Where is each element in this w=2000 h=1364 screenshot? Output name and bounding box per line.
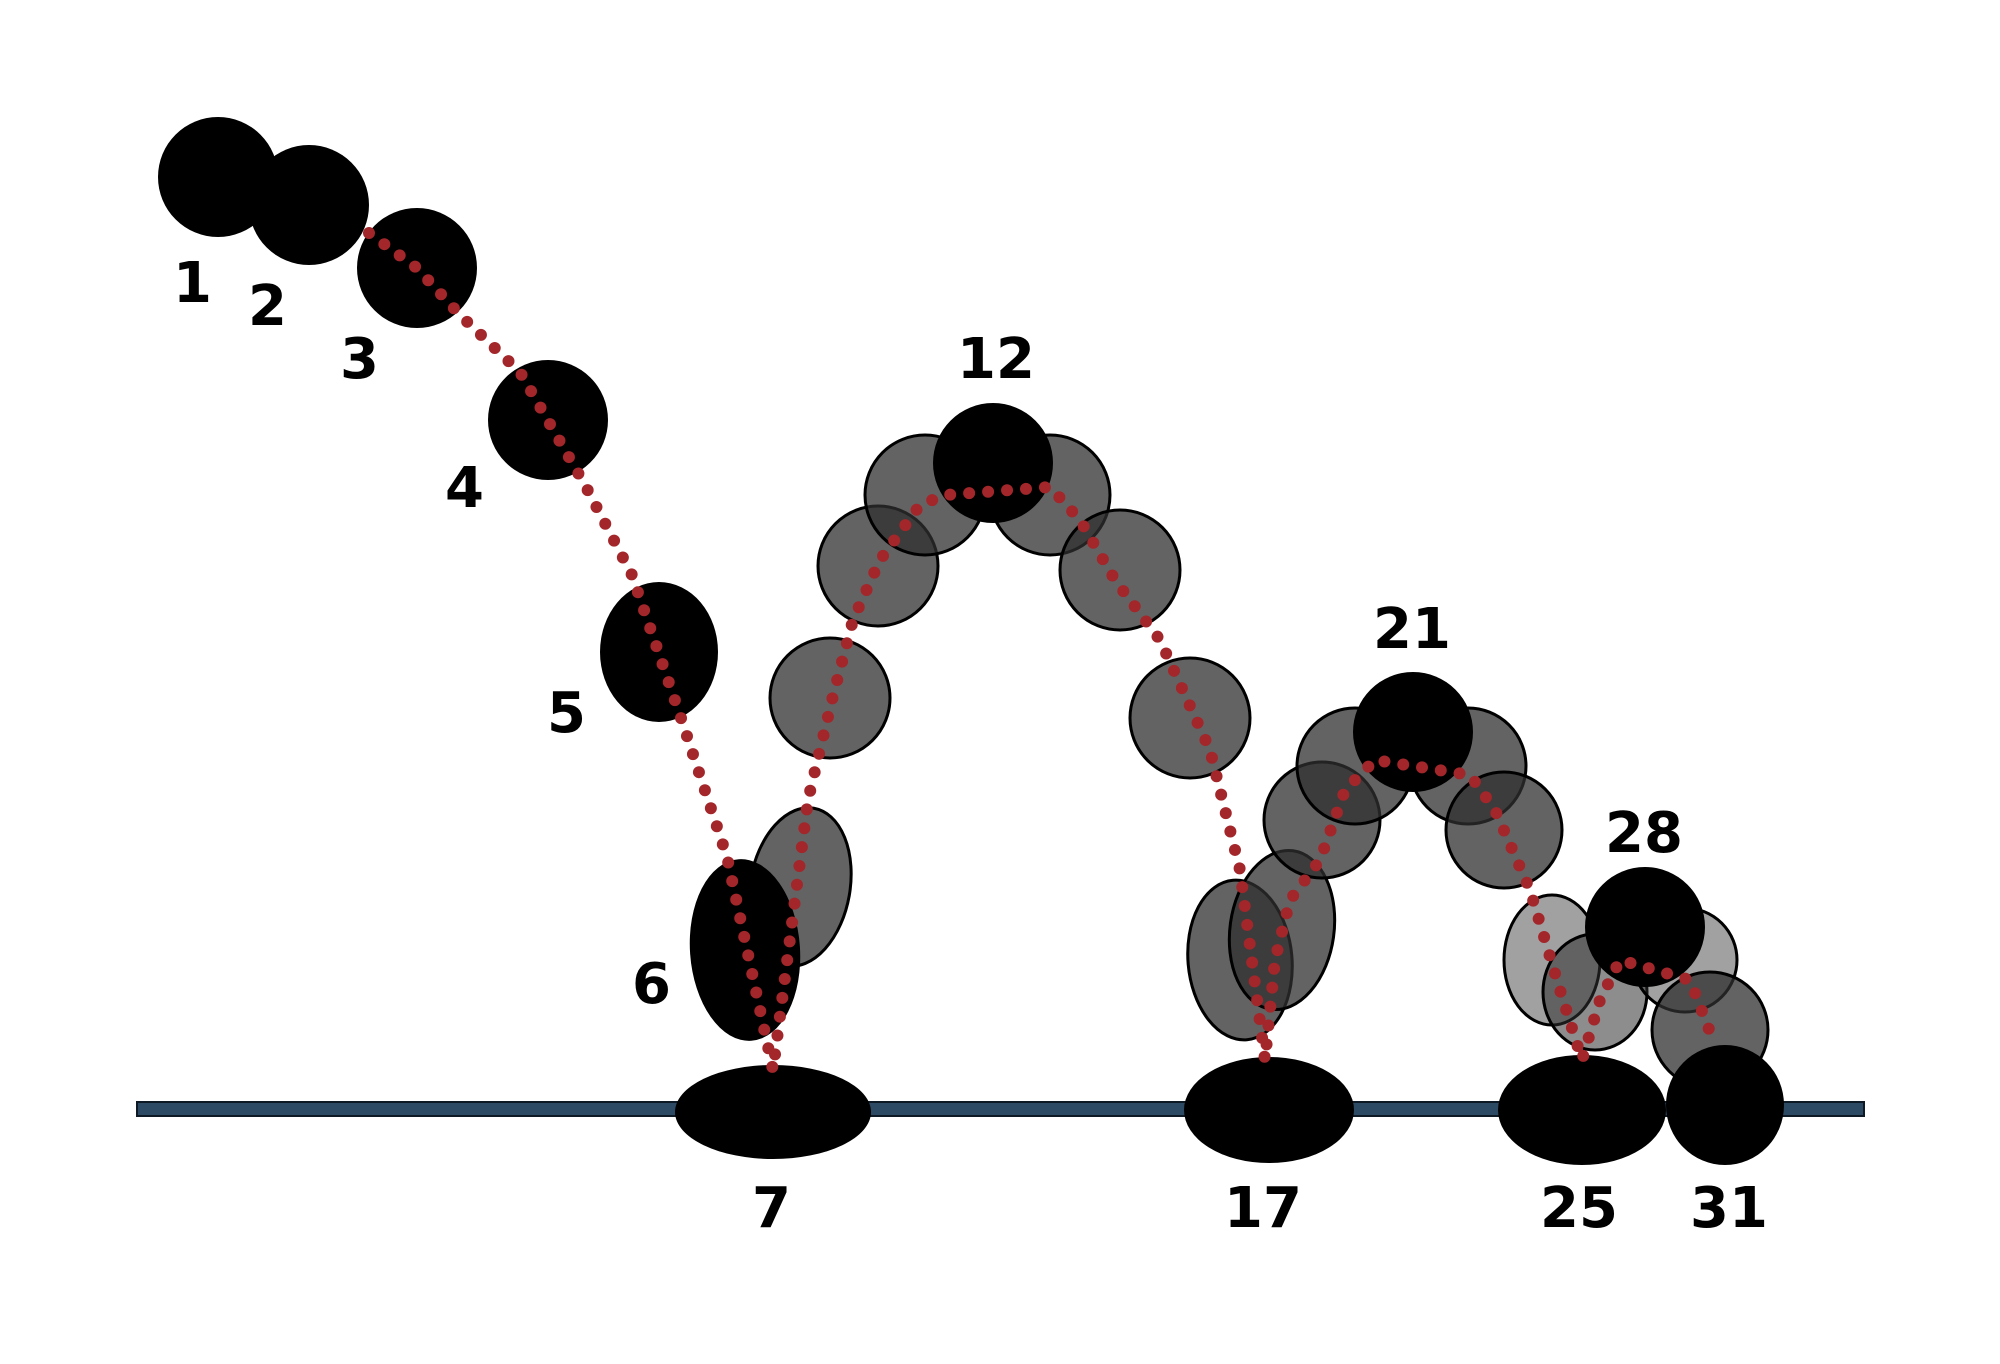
frame-label-12: 12 [957,327,1035,392]
intermediate-frames [747,433,1770,1090]
ball-frame-25 [1498,1055,1666,1165]
ghost-ball [1128,656,1252,780]
frame-label-25: 25 [1540,1176,1618,1241]
frame-label-3: 3 [340,327,379,392]
frame-labels: 1 2 3 4 5 6 7 12 17 21 25 28 31 [173,251,1768,1241]
frame-label-17: 17 [1224,1176,1302,1241]
ball-frame-6 [689,859,801,1041]
frame-label-4: 4 [445,456,484,521]
frame-label-21: 21 [1373,597,1451,662]
ball-frame-5 [600,582,718,722]
ball-frame-12 [933,403,1053,523]
ground-line [136,1101,1865,1117]
ball-frame-17 [1184,1057,1354,1163]
trajectory-dotted-line [363,227,1721,1081]
ball-frame-2 [249,145,369,265]
ball-frame-31 [1666,1045,1784,1165]
frame-label-31: 31 [1690,1176,1768,1241]
ball-frame-1 [158,117,278,237]
ball-frame-28 [1585,867,1705,987]
frame-label-5: 5 [547,681,586,746]
frame-label-6: 6 [632,952,671,1017]
frame-label-1: 1 [173,251,212,316]
ball-frame-7 [675,1065,871,1159]
frame-label-7: 7 [752,1176,791,1241]
frame-label-28: 28 [1605,801,1683,866]
frame-label-2: 2 [248,274,287,339]
